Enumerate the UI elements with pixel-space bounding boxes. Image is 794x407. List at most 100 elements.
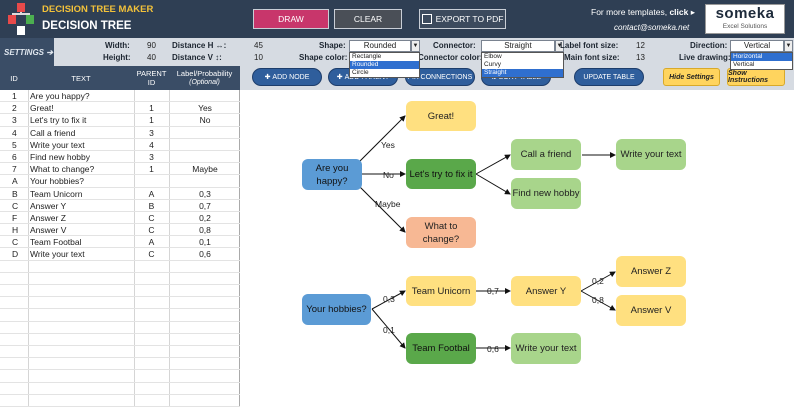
distance-h-value[interactable]: 45 (254, 41, 263, 50)
tree-node[interactable]: Answer Y (511, 276, 581, 306)
chevron-down-icon[interactable]: ▼ (555, 40, 564, 52)
chevron-down-icon[interactable]: ▼ (784, 40, 793, 52)
table-row[interactable] (0, 309, 240, 322)
cell-text[interactable]: Answer Y (30, 200, 67, 211)
contact-email[interactable]: contact@someka.net (614, 23, 690, 32)
cell-label[interactable]: 0,1 (199, 237, 211, 248)
cell-parent[interactable]: B (148, 200, 155, 211)
direction-select[interactable]: Vertical (730, 40, 784, 52)
cell-text[interactable]: Team Footbal (30, 237, 82, 248)
table-row[interactable]: 2 Great! 1 Yes (0, 102, 240, 115)
cell-id[interactable]: C (12, 237, 19, 248)
cell-text[interactable]: Great! (30, 103, 54, 114)
cell-parent[interactable]: 1 (149, 103, 154, 114)
cell-label[interactable]: 0,6 (199, 249, 211, 260)
table-row[interactable] (0, 261, 240, 273)
shape-option[interactable]: Circle (352, 69, 369, 76)
cell-label[interactable]: 0,8 (199, 225, 211, 236)
direction-option[interactable]: Horizontal (731, 53, 792, 61)
cell-parent[interactable]: 3 (149, 151, 154, 162)
hide-settings-button[interactable]: Hide Settings (663, 68, 720, 86)
cell-id[interactable]: F (12, 212, 18, 223)
distance-v-value[interactable]: 10 (254, 53, 263, 62)
cell-label[interactable]: 0,7 (199, 200, 211, 211)
table-row[interactable]: C Team Footbal A 0,1 (0, 236, 240, 249)
tree-node[interactable]: Are you happy? (302, 159, 362, 190)
show-instructions-button[interactable]: Show Instructions (727, 68, 785, 86)
cell-id[interactable]: 3 (12, 115, 17, 126)
table-row[interactable] (0, 273, 240, 285)
tree-node[interactable]: Write your text (616, 139, 686, 170)
main-font-size-value[interactable]: 13 (636, 53, 645, 62)
tree-node[interactable]: What to change? (406, 217, 476, 248)
cell-text[interactable]: Let's try to fix it (30, 115, 87, 126)
cell-parent[interactable]: C (148, 212, 155, 223)
cell-parent[interactable]: 3 (149, 127, 154, 138)
cell-label[interactable]: Yes (198, 103, 212, 114)
settings-tab[interactable]: SETTINGS ➔ (0, 38, 54, 66)
table-row[interactable]: 5 Write your text 4 (0, 139, 240, 151)
height-value[interactable]: 40 (147, 53, 156, 62)
cell-id[interactable]: 7 (12, 164, 17, 175)
cell-label[interactable]: No (199, 115, 211, 126)
cell-text[interactable]: Answer Z (30, 212, 66, 223)
table-row[interactable]: 1 Are you happy? (0, 90, 240, 103)
draw-button[interactable]: DRAW (253, 9, 329, 29)
cell-text[interactable]: What to change? (30, 164, 95, 175)
brand-logo[interactable]: someka Excel Solutions (705, 4, 785, 34)
table-row[interactable] (0, 334, 240, 346)
shape-select[interactable]: Rounded (349, 40, 411, 52)
add-node-button[interactable]: ✚ ADD NODE (252, 68, 322, 86)
cell-label[interactable]: 0,2 (199, 212, 211, 223)
tree-node[interactable]: Write your text (511, 333, 581, 364)
cell-text[interactable]: Your hobbies? (30, 176, 85, 187)
export-pdf-button[interactable]: EXPORT TO PDF (419, 9, 506, 29)
tree-node[interactable]: Call a friend (511, 139, 581, 170)
width-value[interactable]: 90 (147, 41, 156, 50)
tree-node[interactable]: Answer V (616, 295, 686, 326)
table-row[interactable]: 3 Let's try to fix it 1 No (0, 114, 240, 127)
cell-parent[interactable]: A (148, 237, 155, 248)
cell-text[interactable]: Find new hobby (30, 151, 91, 162)
cell-parent[interactable]: 1 (149, 115, 154, 126)
connector-select[interactable]: Straight (481, 40, 555, 52)
table-row[interactable] (0, 383, 240, 395)
update-table-button[interactable]: UPDATE TABLE (574, 68, 644, 86)
tree-node[interactable]: Let's try to fix it (406, 159, 476, 189)
more-templates-link[interactable]: click (669, 7, 689, 17)
cell-id[interactable]: H (12, 225, 19, 236)
table-row[interactable]: C Answer Y B 0,7 (0, 200, 240, 212)
cell-text[interactable]: Are you happy? (30, 91, 90, 101)
table-row[interactable] (0, 370, 240, 383)
cell-id[interactable]: 6 (12, 151, 17, 162)
cell-id[interactable]: C (12, 200, 19, 211)
cell-text[interactable]: Write your text (30, 249, 85, 260)
cell-id[interactable]: D (12, 249, 19, 260)
cell-label[interactable]: Maybe (192, 164, 218, 175)
table-row[interactable] (0, 322, 240, 334)
cell-text[interactable]: Team Unicorn (30, 188, 83, 199)
table-row[interactable] (0, 297, 240, 310)
cell-parent[interactable]: 4 (149, 139, 154, 150)
cell-id[interactable]: 5 (12, 139, 17, 150)
cell-label[interactable]: 0,3 (199, 188, 211, 199)
connector-option[interactable]: Elbow (484, 53, 502, 60)
table-row[interactable] (0, 395, 240, 407)
cell-text[interactable]: Call a friend (30, 127, 76, 138)
cell-id[interactable]: 1 (12, 91, 17, 101)
label-font-size-value[interactable]: 12 (636, 41, 645, 50)
tree-node[interactable]: Find new hobby (511, 178, 581, 209)
table-row[interactable] (0, 285, 240, 298)
connector-option[interactable]: Straight (482, 69, 563, 77)
table-row[interactable] (0, 346, 240, 359)
cell-id[interactable]: 2 (12, 103, 17, 114)
cell-text[interactable]: Write your text (30, 139, 85, 150)
clear-button[interactable]: CLEAR (334, 9, 402, 29)
cell-parent[interactable]: C (148, 225, 155, 236)
connector-option[interactable]: Curvy (484, 61, 501, 68)
cell-id[interactable]: B (12, 188, 18, 199)
